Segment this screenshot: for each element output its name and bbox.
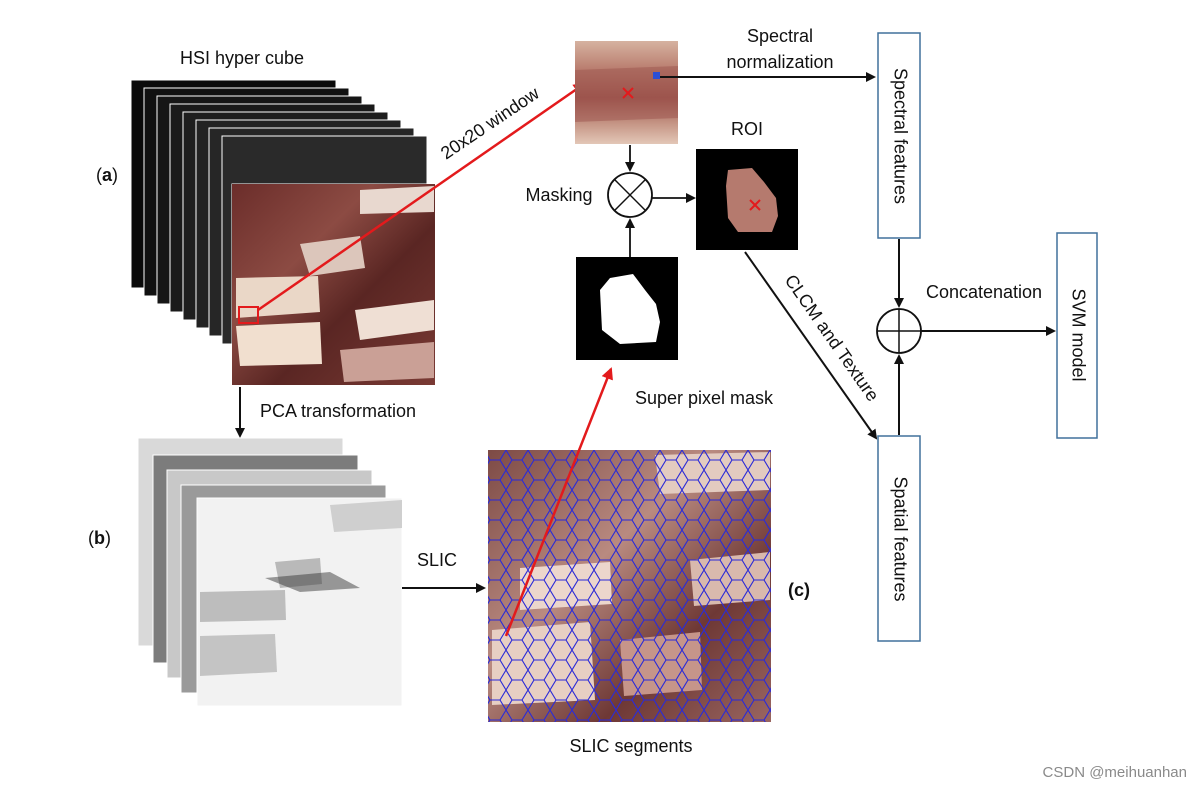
slic-label: SLIC — [417, 550, 457, 570]
spatial-features-label: Spatial features — [890, 476, 910, 601]
panel-b-letter: b — [94, 528, 105, 548]
super-pixel-mask-label: Super pixel mask — [635, 388, 774, 408]
roi-label: ROI — [731, 119, 763, 139]
concatenation-operator — [876, 308, 922, 354]
panel-b-open: ( — [88, 528, 94, 548]
masking-operator — [607, 172, 653, 218]
super-pixel-mask-image — [576, 257, 678, 360]
meat-rgb-image — [232, 184, 435, 385]
panel-a-label: (a) — [96, 165, 118, 185]
mask-red-arrow — [504, 367, 613, 637]
window-image — [575, 41, 678, 144]
panel-a-letter: a — [102, 165, 113, 185]
spectral-norm-label-line1: Spectral — [747, 26, 813, 46]
panel-c-label: (c) — [788, 580, 810, 600]
roi-center-marker — [749, 199, 761, 211]
spatial-features-box: Spatial features — [877, 435, 921, 642]
masking-label: Masking — [525, 185, 592, 205]
center-pixel-marker — [622, 87, 634, 99]
panel-a-open: ( — [96, 165, 102, 185]
watermark: CSDN @meihuanhan — [1043, 764, 1187, 781]
svm-model-label: SVM model — [1068, 288, 1088, 381]
pca-stack — [137, 437, 403, 707]
pca-label: PCA transformation — [260, 401, 416, 421]
window-red-arrow — [257, 82, 586, 312]
roi-image — [696, 149, 798, 250]
hsi-cube-label: HSI hyper cube — [180, 48, 304, 68]
clcm-arrow — [744, 251, 878, 440]
spectral-pixel-marker — [653, 72, 660, 79]
spectral-norm-label-line2: normalization — [726, 52, 833, 72]
slic-segments-label: SLIC segments — [569, 736, 692, 756]
panel-b-close: ) — [105, 528, 111, 548]
svm-model-box: SVM model — [1056, 232, 1098, 439]
clcm-label: CLCM and Texture — [781, 271, 883, 405]
slic-segments-image — [488, 450, 771, 722]
panel-a-close: ) — [112, 165, 118, 185]
panel-b-label: (b) — [88, 528, 111, 548]
concatenation-label: Concatenation — [926, 282, 1042, 302]
spectral-features-box: Spectral features — [877, 32, 921, 239]
spectral-features-label: Spectral features — [890, 68, 910, 204]
